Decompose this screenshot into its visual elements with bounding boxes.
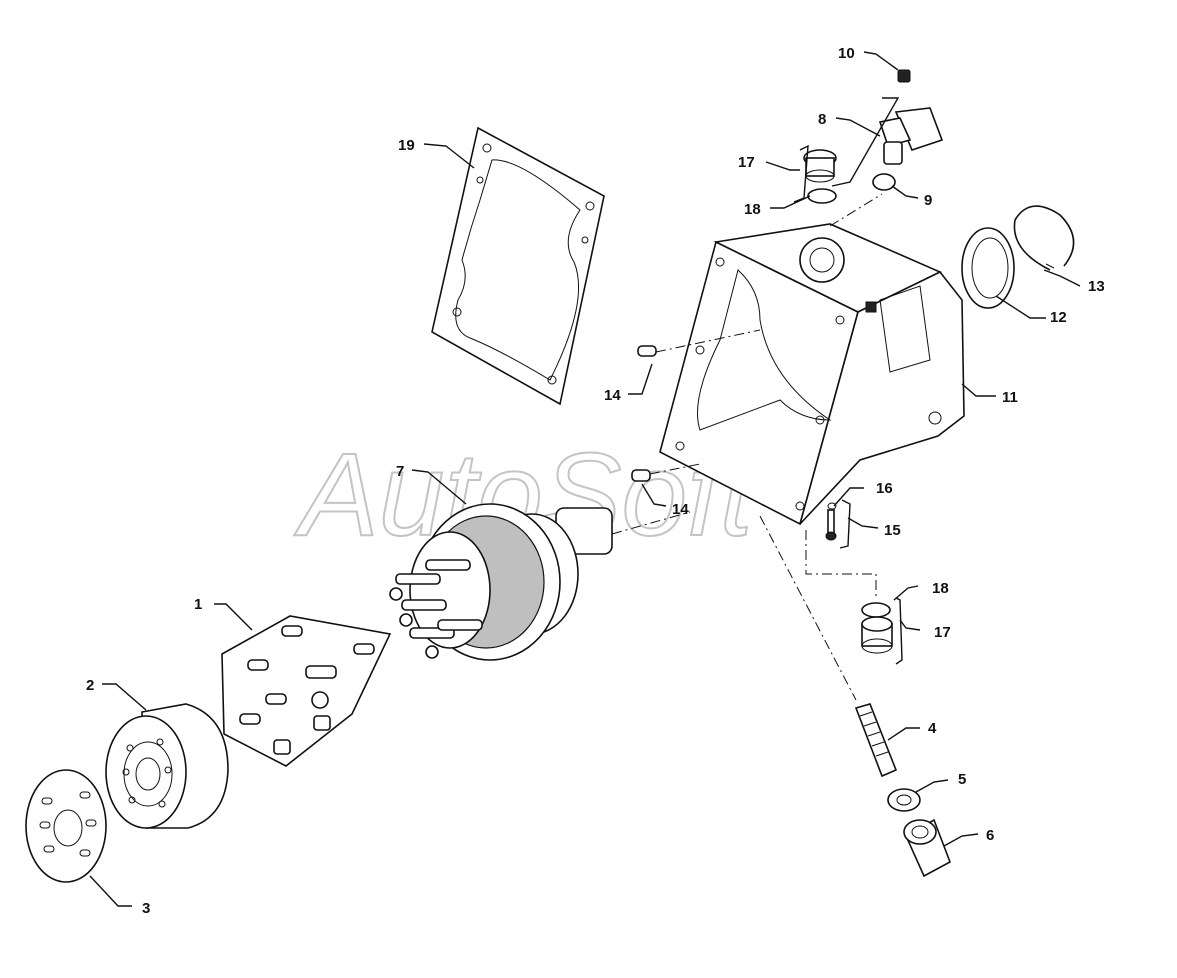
part-18-o-ring-lower — [861, 602, 891, 618]
callout-16: 16 — [876, 480, 893, 497]
callout-18-lower: 18 — [932, 580, 949, 597]
callout-9: 9 — [924, 192, 932, 209]
callout-7: 7 — [396, 463, 404, 480]
callout-2: 2 — [86, 677, 94, 694]
callout-19: 19 — [398, 137, 415, 154]
part-18-o-ring-upper — [807, 188, 837, 204]
callout-1: 1 — [194, 596, 202, 613]
callout-18-upper: 18 — [744, 201, 761, 218]
part-12-shaft-seal — [961, 227, 1015, 309]
part-8-speed-sensor — [878, 107, 944, 165]
callout-5: 5 — [958, 771, 966, 788]
callout-14-lower: 14 — [672, 501, 689, 518]
part-2-cylinder-block — [105, 703, 229, 829]
callout-3: 3 — [142, 900, 150, 917]
part-17-plug-upper — [803, 149, 837, 183]
part-9-o-ring — [872, 173, 896, 191]
callout-numbers: 10 8 9 17 18 13 12 11 19 14 14 7 16 15 1… — [86, 45, 1105, 917]
part-17-plug-lower — [861, 616, 893, 654]
part-16-washer — [827, 502, 837, 510]
part-19-gasket — [431, 126, 605, 406]
part-15-screw — [825, 509, 837, 541]
center-lines — [611, 193, 883, 701]
callout-14-upper: 14 — [604, 387, 621, 404]
part-4-threaded-pin — [854, 703, 898, 778]
part-10-screw — [897, 69, 911, 83]
callout-17-lower: 17 — [934, 624, 951, 641]
part-11-housing — [659, 223, 965, 526]
callout-15: 15 — [884, 522, 901, 539]
part-1-retaining-plate — [221, 615, 392, 767]
callout-13: 13 — [1088, 278, 1105, 295]
part-3-valve-plate — [25, 769, 107, 883]
part-14-dowel-pin-upper — [637, 345, 657, 357]
part-6-cap-nut — [903, 818, 951, 878]
part-5-lock-nut — [887, 788, 921, 812]
callout-12: 12 — [1050, 309, 1067, 326]
part-14-dowel-pin-lower — [631, 469, 651, 482]
part-7-drive-shaft — [389, 503, 613, 661]
callout-4: 4 — [928, 720, 937, 737]
callout-11: 11 — [1002, 389, 1018, 406]
callout-8: 8 — [818, 111, 826, 128]
callout-6: 6 — [986, 827, 994, 844]
leader-lines — [89, 51, 1081, 907]
callout-10: 10 — [838, 45, 855, 62]
part-13-retaining-ring — [1013, 205, 1075, 271]
callout-17-upper: 17 — [738, 154, 755, 171]
